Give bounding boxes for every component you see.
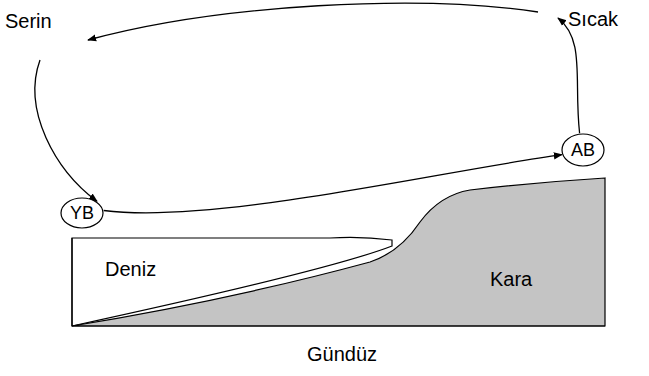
pressure-code: AB — [571, 141, 595, 159]
air-flow-arrow — [88, 3, 538, 40]
pressure-circle: YB — [60, 197, 104, 229]
ground-line — [72, 325, 605, 326]
region-label: Kara — [490, 268, 532, 290]
air-flow-connector — [35, 3, 580, 201]
sea-edge — [71, 238, 72, 326]
pressure-code: YB — [70, 204, 94, 222]
region-label: Deniz — [105, 258, 156, 280]
air-flow-arrow — [558, 18, 580, 133]
caption-label: Gündüz — [307, 343, 377, 365]
air-label: Sıcak — [568, 8, 618, 30]
pressure-circle: AB — [561, 133, 605, 167]
air-label: Serin — [5, 10, 52, 32]
air-flow-arrow — [104, 155, 562, 213]
land-region — [72, 178, 605, 326]
air-flow-arrow — [35, 60, 97, 201]
air-flow-connector — [104, 155, 562, 213]
